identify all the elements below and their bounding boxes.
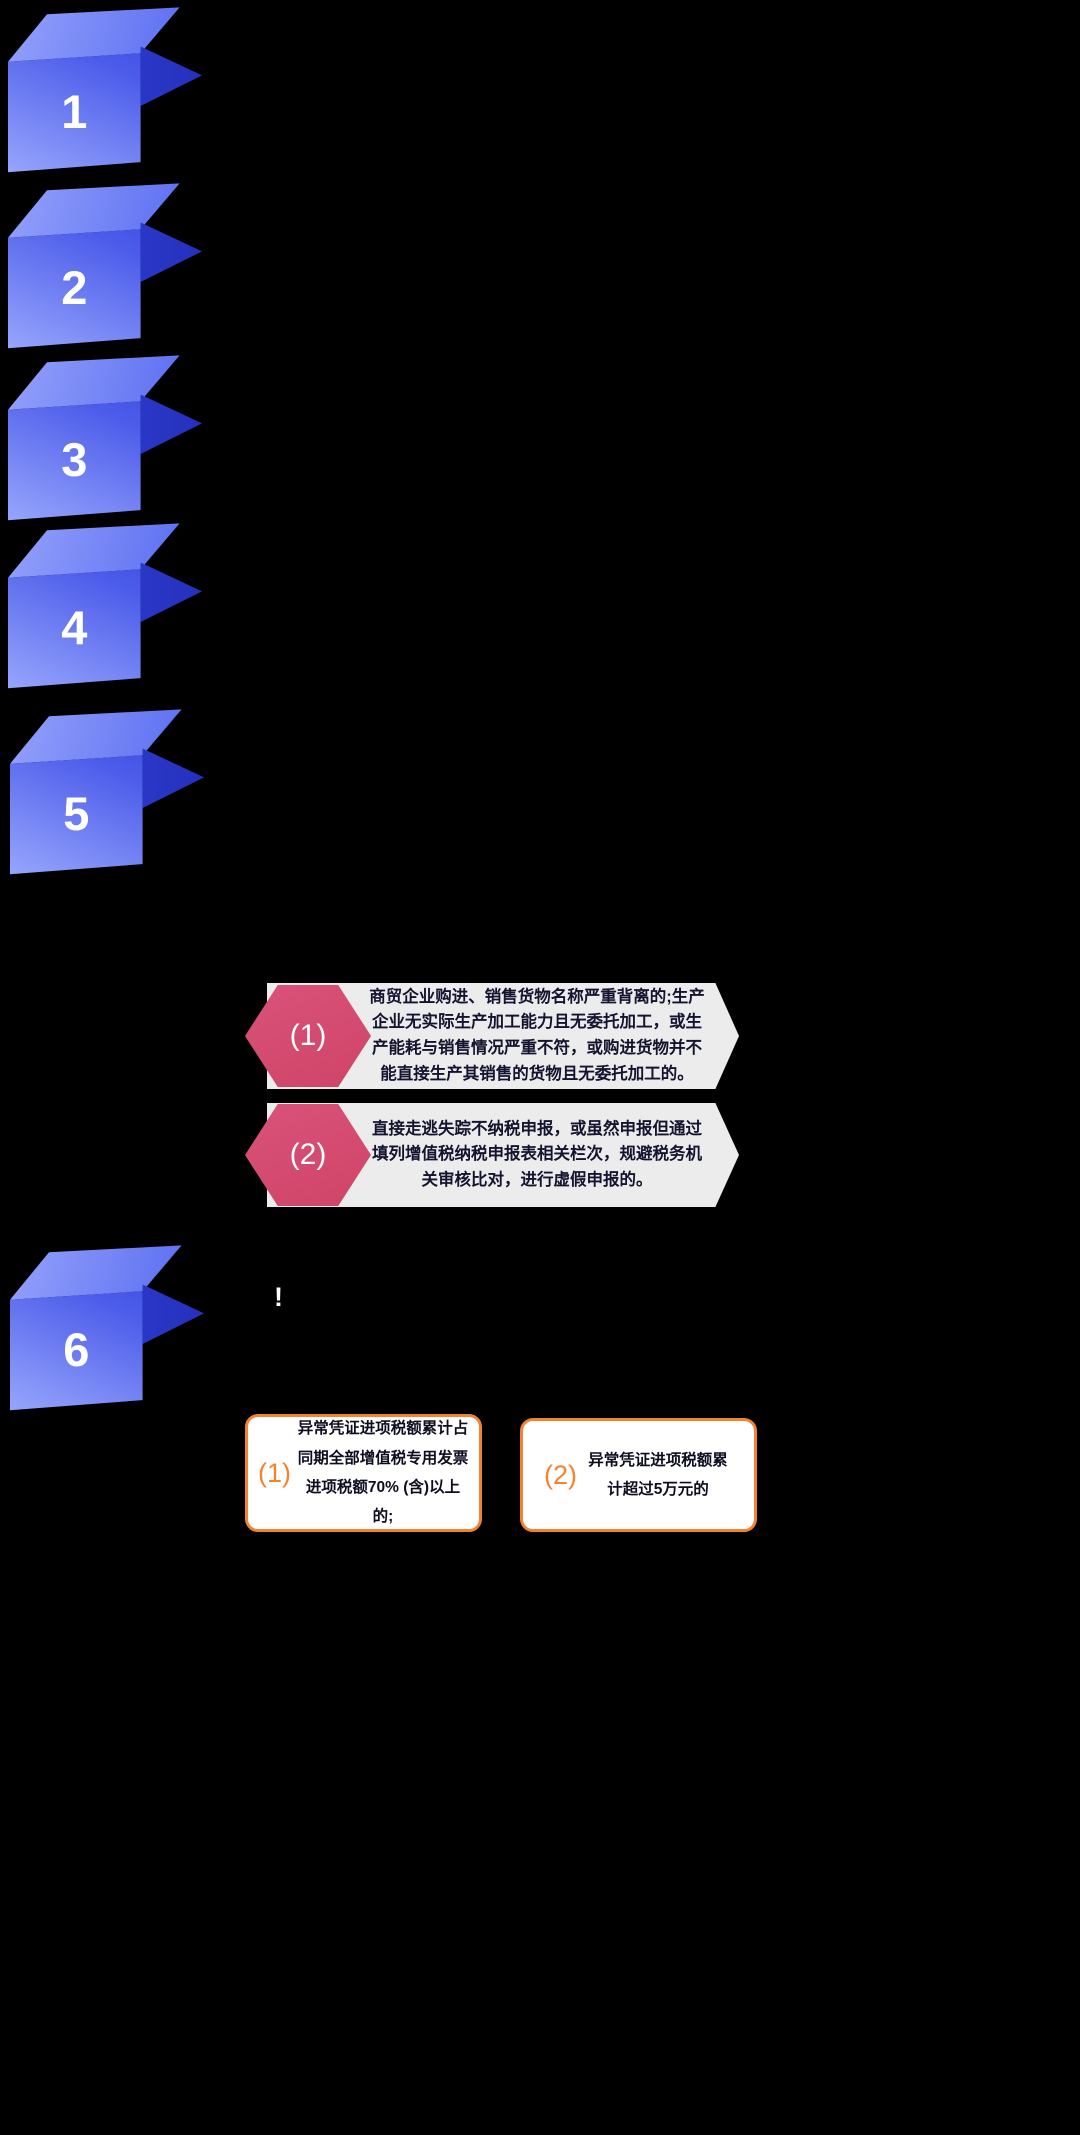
callout-badge-label: (2) <box>289 1138 327 1171</box>
step-box-5: 5 <box>10 706 205 876</box>
callout-text: 直接走逃失踪不纳税申报，或虽然申报但通过填列增值税纳税申报表相关栏次，规避税务机… <box>372 1119 702 1189</box>
criteria-box-2: (2) 异常凭证进项税额累计超过5万元的 <box>520 1418 757 1532</box>
step-number: 6 <box>63 1322 90 1376</box>
criteria-badge: (2) <box>544 1459 577 1490</box>
criteria-badge: (1) <box>258 1457 291 1488</box>
step-box-6: 6 <box>10 1242 205 1412</box>
step-number: 1 <box>61 84 88 138</box>
step-number: 4 <box>61 600 88 654</box>
step-box-front-face <box>8 229 141 349</box>
step-box-4: 4 <box>8 520 203 690</box>
step-box-front-face <box>10 1291 143 1411</box>
criteria-box-1: (1) 异常凭证进项税额累计占同期全部增值税专用发票进项税额70% (含)以上的… <box>245 1414 482 1532</box>
step-number: 2 <box>61 260 88 314</box>
step-number: 3 <box>61 432 88 486</box>
callout-text: 商贸企业购进、销售货物名称严重背离的;生产企业无实际生产加工能力且无委托加工，或… <box>369 987 705 1083</box>
callout-row-1: 商贸企业购进、销售货物名称严重背离的;生产企业无实际生产加工能力且无委托加工，或… <box>245 983 739 1089</box>
step-box-front-face <box>8 569 141 689</box>
step-box-2: 2 <box>8 180 203 350</box>
step-box-front-face <box>10 755 143 875</box>
callout-row-2: 直接走逃失踪不纳税申报，或虽然申报但通过填列增值税纳税申报表相关栏次，规避税务机… <box>245 1103 739 1207</box>
criteria-text: 异常凭证进项税额累计超过5万元的 <box>588 1451 728 1498</box>
step-box-front-face <box>8 53 141 173</box>
step-box-1: 1 <box>8 4 203 174</box>
step-number: 5 <box>63 786 90 840</box>
exclamation-mark: ! <box>274 1282 283 1312</box>
callout-badge-label: (1) <box>289 1019 327 1052</box>
step-box-3: 3 <box>8 352 203 522</box>
step-box-front-face <box>8 401 141 521</box>
criteria-text: 异常凭证进项税额累计占同期全部增值税专用发票进项税额70% (含)以上的; <box>297 1420 469 1526</box>
